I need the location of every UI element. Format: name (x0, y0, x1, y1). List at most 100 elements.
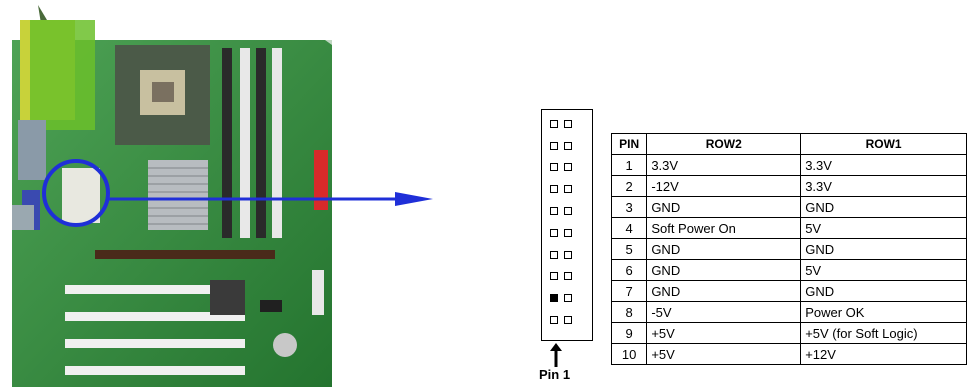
row2-cell: 3.3V (646, 154, 802, 176)
row2-cell: -5V (646, 301, 802, 323)
connector-pin-row (542, 244, 592, 266)
connector-pin-row (542, 309, 592, 331)
connector-pin (550, 141, 558, 150)
table-header-row: PIN ROW2 ROW1 (610, 133, 967, 155)
row1-cell: GND (800, 238, 967, 260)
io-ports (18, 120, 46, 180)
pin-number-cell: 9 (610, 322, 648, 344)
header-pin: PIN (610, 133, 648, 155)
dimm-slot-3 (256, 48, 266, 238)
connector-pin (564, 294, 572, 303)
connector-pin (564, 119, 572, 128)
southbridge-chip (210, 280, 245, 315)
pin-number-cell: 4 (610, 217, 648, 239)
row1-cell: 5V (800, 217, 967, 239)
pin-number-cell: 2 (610, 175, 648, 197)
connector-pin (550, 228, 558, 237)
row2-cell: GND (646, 259, 802, 281)
row1-cell: GND (800, 196, 967, 218)
connector-pin (564, 228, 572, 237)
cpu-socket-core (152, 82, 174, 102)
row2-cell: +5V (646, 343, 802, 365)
pci-slot-1 (65, 285, 245, 294)
ide-connector (314, 150, 328, 210)
connector-pin (564, 185, 572, 194)
connector-pin (564, 316, 572, 325)
pci-slot-2 (65, 312, 245, 321)
row2-cell: -12V (646, 175, 802, 197)
pin-number-cell: 10 (610, 343, 648, 365)
row1-cell: 5V (800, 259, 967, 281)
pin-number-cell: 5 (610, 238, 648, 260)
pci-slot-3 (65, 339, 245, 348)
table-row: 9+5V+5V (for Soft Logic) (610, 322, 967, 344)
connector-pin-row (542, 113, 592, 135)
connector-pin (564, 207, 572, 216)
header-row2: ROW2 (646, 133, 802, 155)
row2-cell: GND (646, 196, 802, 218)
connector-pin-row (542, 178, 592, 200)
connector-pin-row (542, 287, 592, 309)
pin-number-cell: 8 (610, 301, 648, 323)
pointer-arrow-head (395, 192, 433, 206)
bios-chip (260, 300, 282, 312)
connector-pin (550, 119, 558, 128)
northbridge-heatsink (148, 160, 208, 230)
connector-pin (550, 185, 558, 194)
connector-pin (564, 141, 572, 150)
header-row1: ROW1 (800, 133, 967, 155)
row1-cell: Power OK (800, 301, 967, 323)
dimm-slot-4 (272, 48, 282, 238)
connector-pin-row (542, 222, 592, 244)
connector-pin-row (542, 266, 592, 288)
floppy-connector (312, 270, 324, 315)
connector-pin (550, 316, 558, 325)
dimm-slot-1 (222, 48, 232, 238)
pin-number-cell: 7 (610, 280, 648, 302)
pin-number-cell: 3 (610, 196, 648, 218)
row2-cell: +5V (646, 322, 802, 344)
connector-pin-diagram (541, 109, 593, 341)
connector-pin (550, 207, 558, 216)
pin-number-cell: 1 (610, 154, 648, 176)
connector-pin-row (542, 200, 592, 222)
connector-pin (550, 294, 558, 303)
motherboard-image (12, 5, 433, 387)
pin1-arrow-icon (550, 343, 562, 367)
connector-pin (550, 272, 558, 281)
connector-pin-row (542, 135, 592, 157)
pci-slot-4 (65, 366, 245, 375)
row2-cell: GND (646, 280, 802, 302)
row2-cell: Soft Power On (646, 217, 802, 239)
connector-pin (550, 250, 558, 259)
row1-cell: GND (800, 280, 967, 302)
highlight-ring (42, 159, 110, 227)
row1-cell: 3.3V (800, 154, 967, 176)
connector-pin (564, 250, 572, 259)
audio-port (12, 205, 34, 230)
row1-cell: 3.3V (800, 175, 967, 197)
agp-slot (95, 250, 275, 259)
dimm-slot-2 (240, 48, 250, 238)
row1-cell: +5V (for Soft Logic) (800, 322, 967, 344)
power-connector (30, 20, 95, 130)
connector-pin (564, 163, 572, 172)
atx-power-connector (62, 168, 100, 223)
connector-pin (564, 272, 572, 281)
connector-pin (550, 163, 558, 172)
connector-pin-row (542, 157, 592, 179)
table-row: 10+5V+12V (610, 343, 967, 365)
pin1-label: Pin 1 (539, 367, 571, 382)
row2-cell: GND (646, 238, 802, 260)
row1-cell: +12V (800, 343, 967, 365)
